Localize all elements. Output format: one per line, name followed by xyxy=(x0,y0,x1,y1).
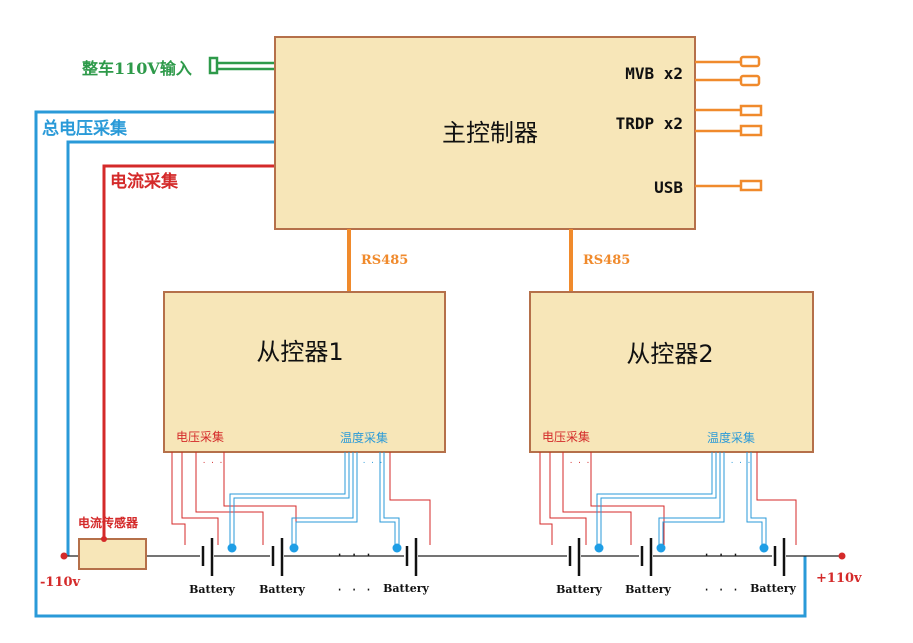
slave2-temp-label: 温度采集 xyxy=(707,430,755,445)
slave2-temp-wires xyxy=(596,452,767,545)
port-label-usb: USB xyxy=(654,178,683,197)
slave-controller-2-box xyxy=(529,291,814,453)
slave1-voltage-label: 电压采集 xyxy=(176,429,224,444)
total-voltage-label: 总电压采集 xyxy=(42,118,128,139)
battery-cells-group-1 xyxy=(200,538,418,576)
battery-cell xyxy=(404,538,418,576)
slave-controller-1-title: 从控器1 xyxy=(256,338,343,366)
rs485-links xyxy=(347,229,573,292)
usb-port xyxy=(739,179,763,192)
battery-label: Battery xyxy=(383,582,429,595)
main-controller-box xyxy=(274,36,696,230)
port-label-mvb: MVB x2 xyxy=(625,64,683,83)
rs485-label-2: RS485 xyxy=(583,253,630,268)
current-sampling-label: 电流采集 xyxy=(110,171,179,192)
port-label-trdp: TRDP x2 xyxy=(616,114,683,133)
slave1-temp-wires xyxy=(229,452,400,545)
sensor-tap-dot xyxy=(101,536,107,542)
negative-terminal-dot xyxy=(60,552,68,560)
current-sampling-wire xyxy=(102,164,275,538)
slave-controller-2-title: 从控器2 xyxy=(626,340,713,368)
rs485-label-1: RS485 xyxy=(361,253,408,268)
battery-label: Battery xyxy=(625,583,671,596)
positive-terminal-dot xyxy=(838,552,846,560)
cells-ellipsis: · · · xyxy=(336,583,372,597)
slave2-voltage-wires xyxy=(539,452,797,545)
total-voltage-wires xyxy=(34,110,807,618)
current-sensor-box xyxy=(78,538,147,570)
main-controller-title: 主控制器 xyxy=(442,119,538,147)
battery-cell xyxy=(639,538,653,576)
negative-terminal-label: -110v xyxy=(40,575,81,590)
positive-terminal-label: +110v xyxy=(816,571,862,586)
battery-label: Battery xyxy=(556,583,602,596)
temperature-probes xyxy=(227,543,769,553)
current-sensor-label: 电流传感器 xyxy=(78,515,139,530)
battery-cell xyxy=(200,538,214,576)
trdp-port-2 xyxy=(739,124,763,137)
power-input-label: 整车110V输入 xyxy=(81,59,192,78)
slave-controller-1-box xyxy=(163,291,446,453)
battery-cell xyxy=(772,538,786,576)
power-input-connector xyxy=(208,56,275,75)
slave2-wire-ellipsis-blue: · · · xyxy=(730,459,751,467)
slave1-temp-label: 温度采集 xyxy=(340,430,388,445)
slave2-voltage-label: 电压采集 xyxy=(542,429,590,444)
battery-cell xyxy=(567,538,581,576)
cells-ellipsis: · · · xyxy=(703,548,739,562)
mvb-port-2 xyxy=(739,74,761,87)
slave1-wire-ellipsis-red: · · · xyxy=(202,459,223,467)
battery-label: Battery xyxy=(189,583,235,596)
slave1-wire-ellipsis-blue: · · · xyxy=(362,459,383,467)
cells-ellipsis: · · · xyxy=(703,583,739,597)
battery-cells-group-2 xyxy=(567,538,786,576)
battery-label: Battery xyxy=(259,583,305,596)
slave2-wire-ellipsis-red: · · · xyxy=(569,459,590,467)
cells-ellipsis: · · · xyxy=(336,548,372,562)
port-connectors xyxy=(695,55,763,192)
mvb-port-1 xyxy=(739,55,761,68)
trdp-port-1 xyxy=(739,104,763,117)
battery-label: Battery xyxy=(750,582,796,595)
battery-cell xyxy=(270,538,284,576)
